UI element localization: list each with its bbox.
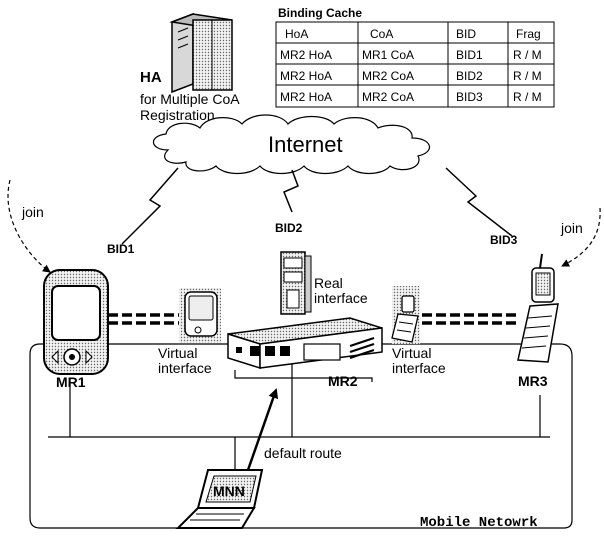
- mobile-network-label: Mobile Netowrk: [420, 515, 538, 531]
- bid2-label: BID2: [275, 221, 303, 235]
- internet-cloud-icon: [152, 114, 430, 175]
- default-route-label: default route: [264, 445, 342, 461]
- wireless-link-bid3: [445, 167, 513, 237]
- column-header-hoa: HoA: [285, 27, 308, 41]
- home-agent-description-line1: for Multiple CoA: [140, 91, 240, 107]
- virtual-link-left: [108, 313, 185, 325]
- virtual-link-right: [422, 313, 518, 325]
- mr1-device-icon: [43, 269, 109, 375]
- bid1-label: BID1: [107, 242, 135, 256]
- mr2-label: MR2: [328, 373, 358, 389]
- table-cell: MR2 CoA: [362, 69, 414, 83]
- join-left-label: join: [21, 204, 44, 220]
- mr3-label: MR3: [518, 373, 548, 389]
- mnn-label: MNN: [213, 483, 245, 499]
- mr2-router-icon: [227, 317, 383, 370]
- virtual-interface-right-line2: interface: [392, 360, 446, 376]
- mr3-phone-icon: [517, 253, 559, 363]
- home-agent-description-line2: Registration: [140, 107, 215, 123]
- default-route-arrow: [246, 388, 279, 471]
- virtual-interface-left-icon: [179, 288, 221, 343]
- table-cell: MR2 CoA: [362, 90, 414, 104]
- real-interface-rack-icon: [280, 251, 312, 315]
- real-interface-line2: interface: [314, 290, 368, 306]
- binding-cache-table: Binding Cache HoA CoA BID Frag MR2 HoA M…: [275, 6, 555, 108]
- virtual-interface-right-line1: Virtual: [392, 345, 431, 361]
- binding-cache-title: Binding Cache: [278, 6, 362, 20]
- mr1-label: MR1: [56, 374, 86, 390]
- real-interface-line1: Real: [314, 275, 343, 291]
- column-header-coa: CoA: [370, 27, 393, 41]
- wireless-link-bid1: [121, 167, 179, 245]
- home-agent-server-icon: [169, 12, 233, 94]
- virtual-interface-left-line2: interface: [158, 360, 212, 376]
- table-cell: R / M: [513, 48, 542, 62]
- home-agent-label: HA: [140, 69, 162, 86]
- wireless-link-bid2: [283, 169, 299, 213]
- table-cell: MR2 HoA: [280, 48, 332, 62]
- table-cell: MR2 HoA: [280, 69, 332, 83]
- table-cell: MR2 HoA: [280, 90, 332, 104]
- table-cell: BID3: [456, 90, 483, 104]
- join-right-arrow: [561, 207, 601, 267]
- mnn-laptop-icon: [175, 469, 264, 529]
- table-cell: BID1: [456, 48, 483, 62]
- table-cell: R / M: [513, 90, 542, 104]
- join-right-label: join: [560, 220, 583, 236]
- mobile-network-boundary: [29, 343, 573, 529]
- join-left-arrow: [7, 179, 51, 273]
- table-cell: MR1 CoA: [362, 48, 414, 62]
- internet-label: Internet: [268, 132, 343, 157]
- column-header-bid: BID: [456, 27, 476, 41]
- column-header-frag: Frag: [516, 27, 541, 41]
- virtual-interface-right-icon: [391, 286, 420, 344]
- virtual-interface-left-line1: Virtual: [158, 345, 197, 361]
- table-cell: R / M: [513, 69, 542, 83]
- bid3-label: BID3: [490, 233, 518, 247]
- table-cell: BID2: [456, 69, 483, 83]
- internal-network-lines: [48, 362, 550, 478]
